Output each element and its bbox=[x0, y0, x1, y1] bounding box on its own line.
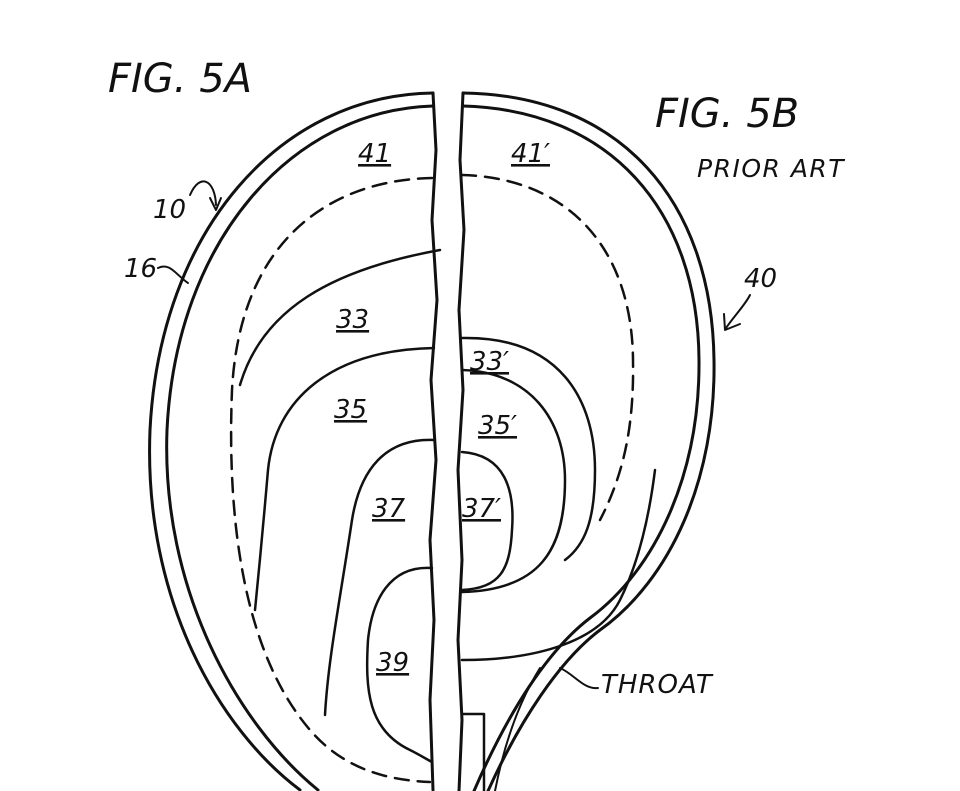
zone-label-33: 33 bbox=[336, 305, 369, 335]
ref-numeral-40: 40 bbox=[744, 264, 777, 294]
fig-5b-title: FIG. 5B bbox=[655, 91, 799, 137]
zone-label-37: 37 bbox=[372, 494, 406, 524]
prior-art-subtitle: PRIOR ART bbox=[697, 154, 845, 183]
zone-label-35-prime: 35′ bbox=[478, 411, 517, 441]
ref-numeral-16: 16 bbox=[124, 254, 157, 284]
zone-label-39: 39 bbox=[376, 648, 409, 678]
fig-5a-title: FIG. 5A bbox=[108, 56, 252, 102]
throat-label: THROAT bbox=[601, 670, 714, 700]
left-racket-frame bbox=[150, 93, 433, 790]
right-break-line bbox=[458, 93, 464, 791]
zone-label-33-prime: 33′ bbox=[470, 347, 509, 377]
left-zone-boundaries bbox=[231, 178, 440, 782]
zone-label-41-prime: 41′ bbox=[511, 139, 550, 169]
zone-label-41: 41 bbox=[358, 139, 391, 169]
leader-lines bbox=[158, 181, 750, 688]
zone-label-35: 35 bbox=[334, 395, 367, 425]
left-break-line bbox=[430, 93, 437, 790]
zone-label-37-prime: 37′ bbox=[462, 494, 501, 524]
ref-numeral-10: 10 bbox=[153, 195, 186, 225]
